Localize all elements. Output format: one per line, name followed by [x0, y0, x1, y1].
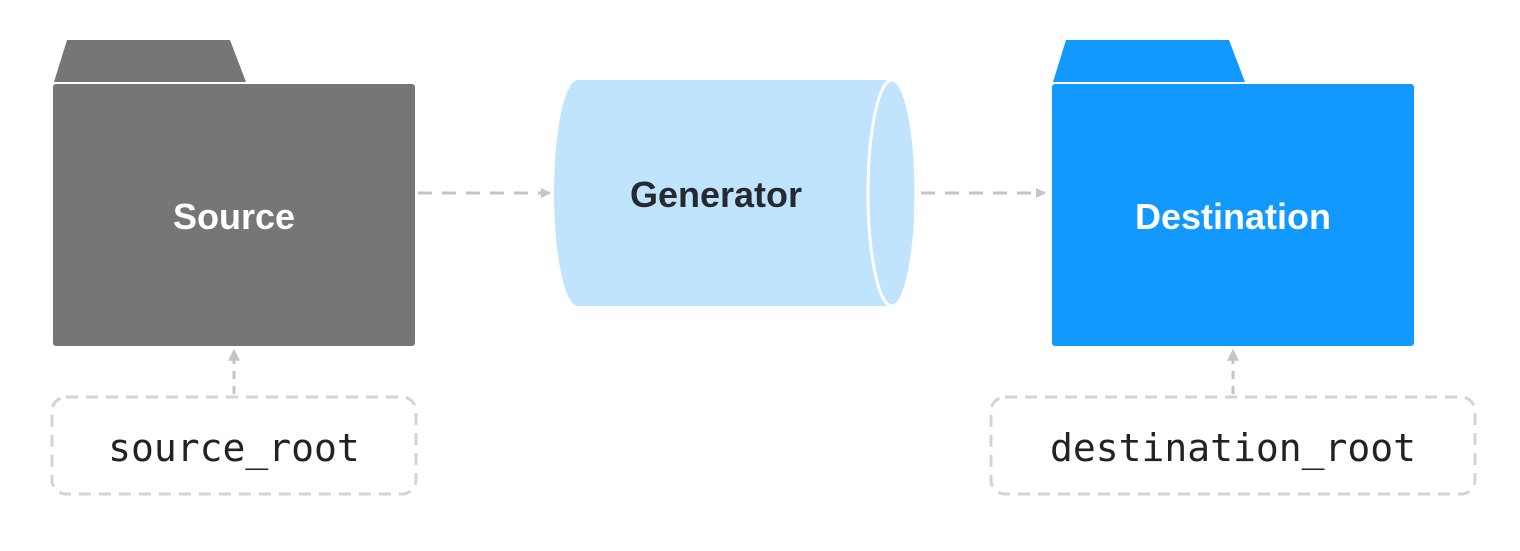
generator-node: Generator	[554, 78, 918, 308]
generator-label: Generator	[630, 174, 802, 215]
source-node: Source	[53, 40, 415, 346]
source-root-label: source_root	[108, 426, 360, 471]
cylinder-icon	[554, 78, 918, 308]
folder-icon	[53, 40, 415, 346]
destination-root-label: destination_root	[1050, 426, 1416, 471]
source-root-param: source_root	[50, 395, 418, 496]
destination-root-param: destination_root	[989, 395, 1477, 496]
destination-label: Destination	[1135, 196, 1331, 237]
folder-icon	[1052, 40, 1414, 346]
source-label: Source	[173, 196, 295, 237]
destination-node: Destination	[1052, 40, 1414, 346]
